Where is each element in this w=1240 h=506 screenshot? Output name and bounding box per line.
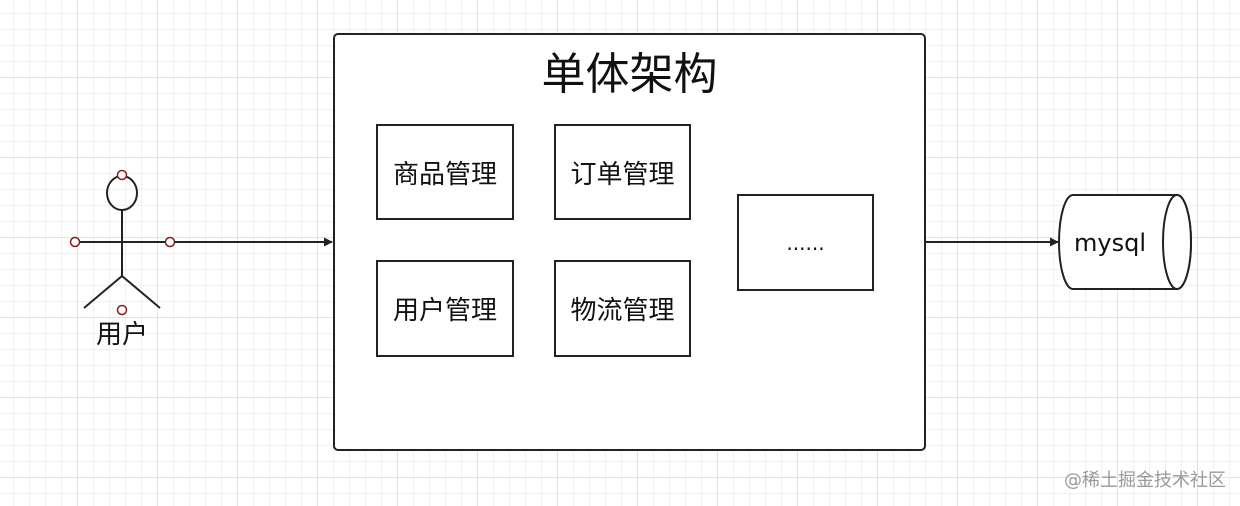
handle-bottom[interactable]	[116, 304, 128, 316]
handle-left[interactable]	[69, 236, 81, 248]
database-end-cap	[1162, 194, 1192, 290]
module-label-more: ......	[786, 230, 825, 255]
actor-right-leg	[121, 275, 161, 309]
database-label: mysql	[1074, 229, 1146, 257]
module-label-logistics: 物流管理	[570, 296, 675, 326]
handle-top[interactable]	[116, 169, 128, 181]
diagram-title: 单体架构	[541, 49, 718, 100]
module-box-logistics[interactable]	[554, 260, 691, 357]
handle-right[interactable]	[164, 236, 176, 248]
module-label-user: 用户管理	[392, 296, 497, 326]
module-box-user[interactable]	[376, 260, 514, 357]
watermark-text: @稀土掘金技术社区	[1064, 470, 1226, 491]
module-label-order: 订单管理	[570, 159, 675, 190]
module-box-product[interactable]	[376, 124, 514, 220]
actor-head	[106, 175, 138, 211]
module-box-more[interactable]	[737, 194, 874, 291]
module-label-product: 商品管理	[392, 159, 497, 190]
user-actor[interactable]	[75, 175, 170, 309]
module-box-order[interactable]	[554, 124, 691, 220]
actor-left-leg	[83, 275, 123, 309]
mysql-database[interactable]	[1058, 194, 1192, 290]
actor-label: 用户	[95, 319, 148, 350]
